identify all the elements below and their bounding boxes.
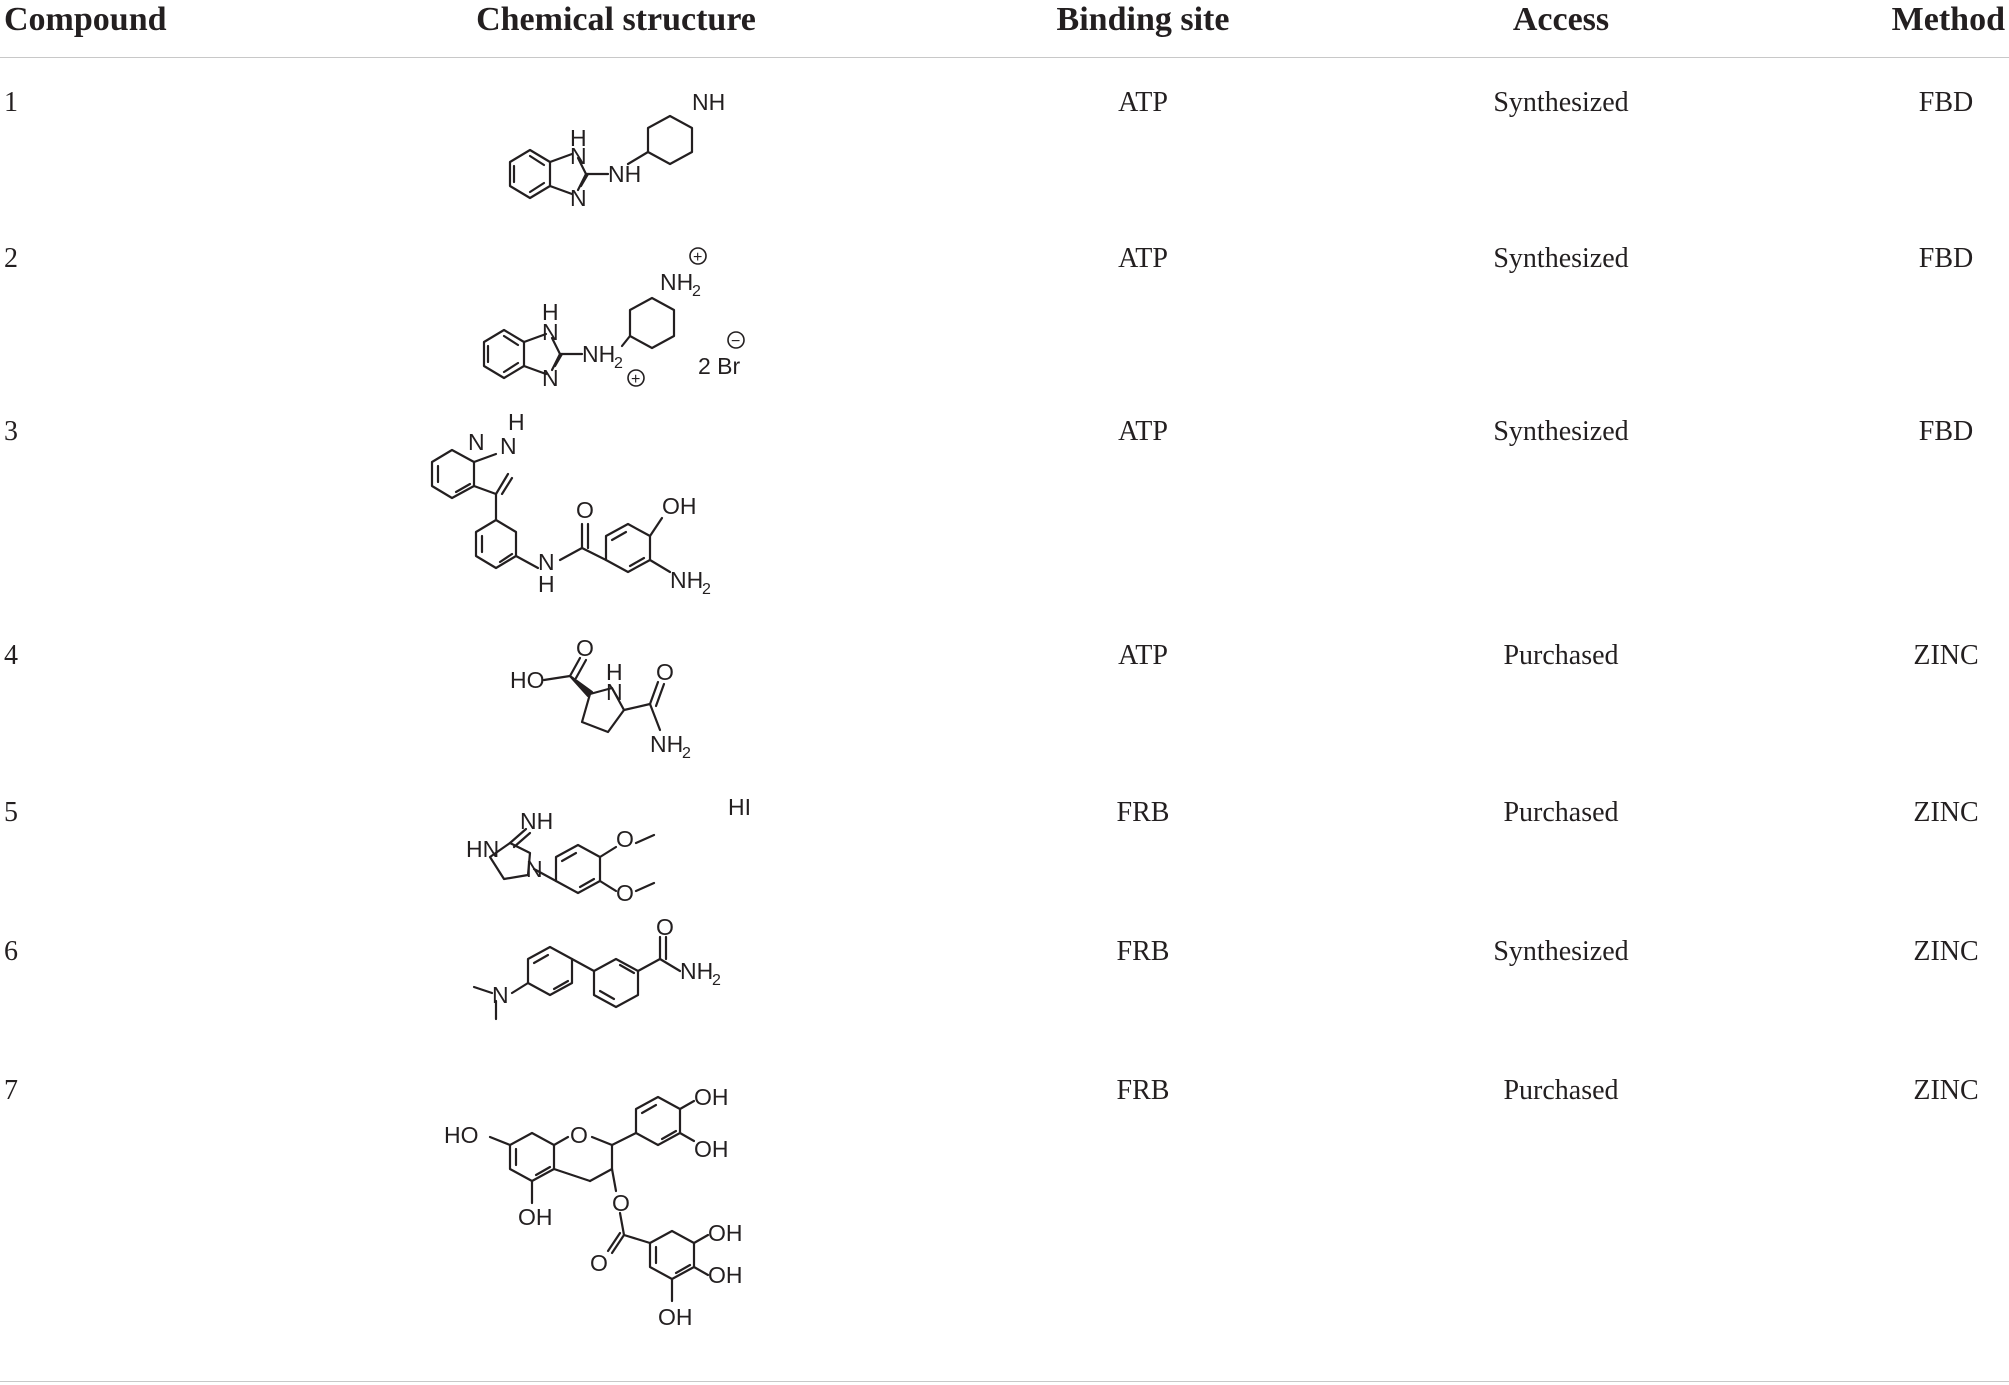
s1-n1: N bbox=[570, 143, 587, 169]
s7-o: O bbox=[570, 1122, 588, 1148]
s2-n1: N bbox=[542, 319, 559, 345]
header-compound: Compound bbox=[4, 1, 167, 38]
row-6-compound: 6 bbox=[4, 936, 18, 967]
s2-br: 2 Br bbox=[698, 353, 741, 379]
s3-o: O bbox=[576, 497, 594, 523]
s3-n-pyr: N bbox=[468, 429, 485, 455]
s4-o1: O bbox=[576, 635, 594, 661]
s3-sub2: 2 bbox=[702, 581, 711, 598]
s1-n2: N bbox=[570, 185, 587, 211]
structure-1-drawing: H N N NH NH bbox=[508, 89, 725, 211]
s4-sub2: 2 bbox=[682, 745, 691, 762]
s3-h: H bbox=[508, 409, 525, 435]
s7-oh3: OH bbox=[518, 1204, 553, 1230]
row-7-compound: 7 bbox=[4, 1075, 18, 1106]
header-chemical-structure: Chemical structure bbox=[476, 1, 756, 38]
s4-h: H bbox=[606, 659, 623, 685]
s3-nh-h: H bbox=[538, 571, 555, 597]
row-7-binding-site: FRB bbox=[1116, 1075, 1170, 1106]
s1-nh-top: NH bbox=[692, 89, 725, 115]
s6-n: N bbox=[492, 982, 509, 1008]
s5-n: N bbox=[526, 856, 543, 882]
s2-sub2: 2 bbox=[692, 283, 701, 300]
row-6-binding-site: FRB bbox=[1116, 936, 1170, 967]
row-5-access: Purchased bbox=[1503, 797, 1619, 828]
row-1-compound: 1 bbox=[4, 87, 18, 118]
row-6-access: Synthesized bbox=[1493, 936, 1629, 967]
s6-o: O bbox=[656, 914, 674, 940]
row-4-access: Purchased bbox=[1503, 640, 1619, 671]
s5-nh: NH bbox=[520, 808, 553, 834]
structure-6-drawing: N O NH 2 bbox=[472, 914, 721, 1021]
row-2-method: FBD bbox=[1918, 243, 1974, 274]
row-7-access: Purchased bbox=[1503, 1075, 1619, 1106]
row-2-binding-site: ATP bbox=[1118, 243, 1168, 274]
s2-h: H bbox=[542, 299, 559, 325]
row-2-access: Synthesized bbox=[1493, 243, 1629, 274]
s6-nh2: NH bbox=[680, 958, 713, 984]
s2-plus-mid: + bbox=[631, 371, 640, 388]
s1-h: H bbox=[570, 125, 587, 151]
structure-3-drawing: N H N O N H OH NH 2 bbox=[430, 409, 711, 598]
s4-o2: O bbox=[656, 659, 674, 685]
structure-7-drawing: HO O OH OH OH O O OH OH OH bbox=[444, 1084, 743, 1330]
header-rule bbox=[0, 57, 2009, 58]
row-3-access: Synthesized bbox=[1493, 416, 1629, 447]
s7-oh1: OH bbox=[694, 1084, 729, 1110]
row-5-compound: 5 bbox=[4, 797, 18, 828]
row-5-method: ZINC bbox=[1913, 797, 1979, 828]
s4-nh2: NH bbox=[650, 731, 683, 757]
structure-4-drawing: HO O H N O NH 2 bbox=[510, 635, 691, 762]
s7-ho: HO bbox=[444, 1122, 479, 1148]
structure-2-drawing: H N N NH 2 + NH 2 + − 2 Br bbox=[482, 247, 745, 391]
s5-o1: O bbox=[616, 826, 634, 852]
s3-oh: OH bbox=[662, 493, 697, 519]
s2-minus: − bbox=[731, 333, 740, 350]
row-3-compound: 3 bbox=[4, 416, 18, 447]
s3-n-h: N bbox=[500, 433, 517, 459]
s3-nh2: NH bbox=[670, 567, 703, 593]
s7-oh5: OH bbox=[708, 1262, 743, 1288]
row-4-method: ZINC bbox=[1913, 640, 1979, 671]
s5-hi: HI bbox=[728, 794, 751, 820]
row-4-binding-site: ATP bbox=[1118, 640, 1168, 671]
s7-o-est: O bbox=[612, 1190, 630, 1216]
row-4-compound: 4 bbox=[4, 640, 18, 671]
row-6-method: ZINC bbox=[1913, 936, 1979, 967]
structure-5-drawing: NH HN N O O HI bbox=[466, 794, 751, 906]
row-7-method: ZINC bbox=[1913, 1075, 1979, 1106]
bottom-rule bbox=[0, 1381, 2009, 1382]
s7-oh4: OH bbox=[708, 1220, 743, 1246]
s5-hn: HN bbox=[466, 836, 499, 862]
s2-plus-top: + bbox=[693, 249, 702, 266]
s7-oh6: OH bbox=[658, 1304, 693, 1330]
s3-nh: N bbox=[538, 549, 555, 575]
s4-n: N bbox=[606, 679, 623, 705]
row-1-binding-site: ATP bbox=[1118, 87, 1168, 118]
s7-oh2: OH bbox=[694, 1136, 729, 1162]
s1-nh: NH bbox=[608, 161, 641, 187]
s2-n2: N bbox=[542, 365, 559, 391]
header-binding-site: Binding site bbox=[1056, 1, 1230, 38]
s2-nh2-top: NH bbox=[660, 269, 693, 295]
header-access: Access bbox=[1512, 1, 1610, 38]
row-5-binding-site: FRB bbox=[1116, 797, 1170, 828]
row-3-method: FBD bbox=[1918, 416, 1974, 447]
s7-o-carb: O bbox=[590, 1250, 608, 1276]
row-1-method: FBD bbox=[1918, 87, 1974, 118]
s6-sub2: 2 bbox=[712, 972, 721, 989]
row-2-compound: 2 bbox=[4, 243, 18, 274]
s2-nh2-mid: NH bbox=[582, 341, 615, 367]
s4-ho: HO bbox=[510, 667, 545, 693]
row-1-access: Synthesized bbox=[1493, 87, 1629, 118]
s2-sub2b: 2 bbox=[614, 355, 623, 372]
s5-o2: O bbox=[616, 880, 634, 906]
row-3-binding-site: ATP bbox=[1118, 416, 1168, 447]
header-method: Method bbox=[1891, 1, 2005, 38]
